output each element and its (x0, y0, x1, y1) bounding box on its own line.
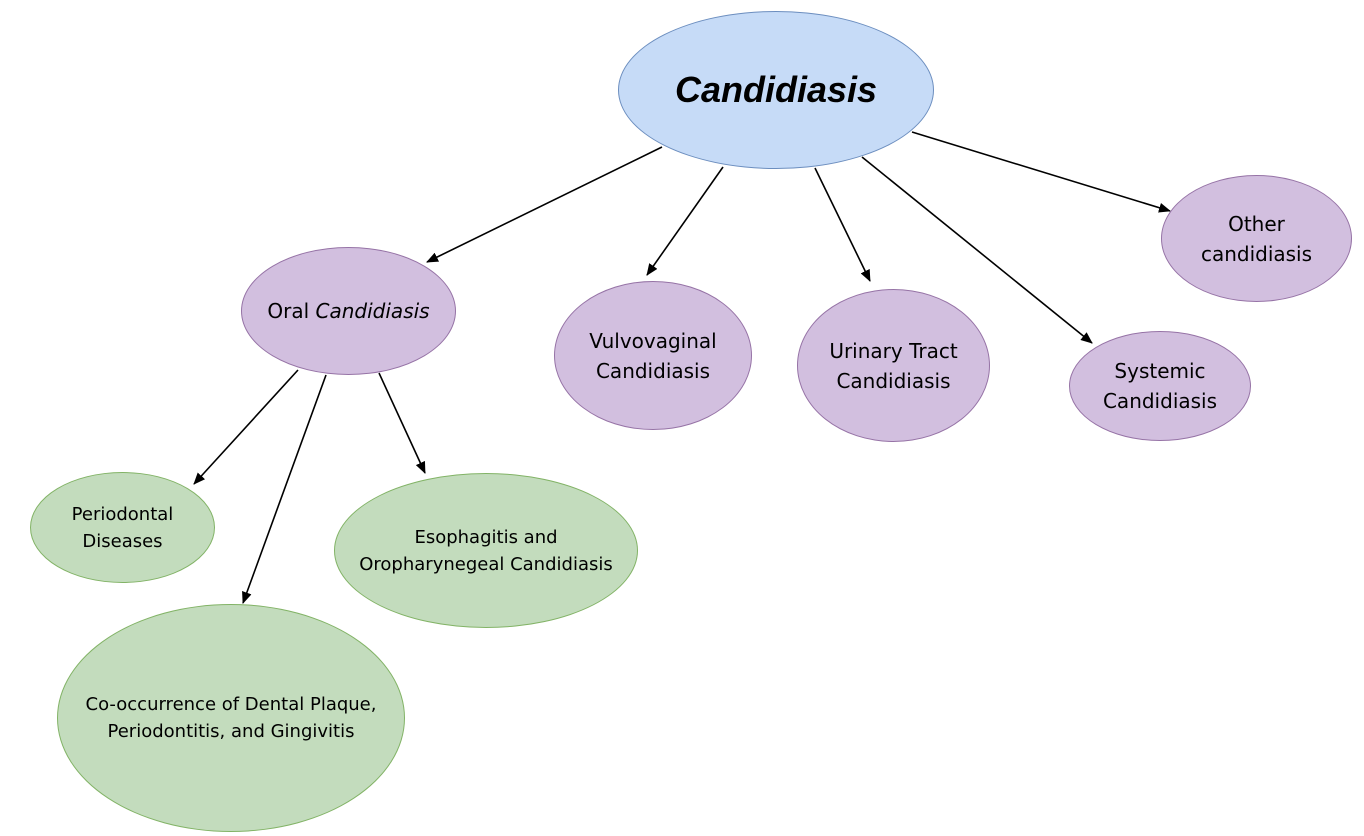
edge-root-urinary (814, 167, 871, 282)
oral-italic: Candidiasis (315, 299, 430, 323)
node-periodontal-diseases: Periodontal Diseases (30, 472, 215, 583)
edge-oral-esophagitis (378, 372, 426, 474)
node-cooccurrence-label: Co-occurrence of Dental Plaque, Periodon… (85, 694, 377, 742)
edge-root-oral (426, 146, 663, 263)
edge-root-systemic (861, 156, 1093, 344)
node-candidiasis: Candidiasis (618, 11, 934, 169)
node-oral-candidiasis: Oral Candidiasis (241, 247, 456, 375)
node-candidiasis-label: Candidiasis (674, 69, 878, 110)
node-periodontal-label: Periodontal Diseases (71, 503, 174, 552)
edge-root-other (911, 131, 1171, 213)
node-urinary-tract-candidiasis: Urinary Tract Candidiasis (797, 289, 990, 442)
oral-prefix: Oral (267, 299, 316, 323)
node-cooccurrence: Co-occurrence of Dental Plaque, Periodon… (57, 604, 405, 832)
node-systemic-candidiasis: Systemic Candidiasis (1069, 331, 1251, 441)
node-urinary-label: Urinary Tract Candidiasis (829, 338, 958, 393)
node-vulvovaginal-candidiasis: Vulvovaginal Candidiasis (554, 281, 752, 430)
node-esophagitis-label: Esophagitis and Oropharynegeal Candidias… (359, 526, 613, 575)
edge-oral-periodontal (193, 369, 299, 485)
node-oral-candidiasis-label: Oral Candidiasis (267, 296, 429, 326)
edge-oral-cooccurrence (242, 374, 327, 604)
node-vulvovaginal-label: Vulvovaginal Candidiasis (589, 328, 717, 383)
node-other-label: Other candidiasis (1200, 211, 1313, 266)
node-esophagitis: Esophagitis and Oropharynegeal Candidias… (334, 473, 638, 628)
node-other-candidiasis: Other candidiasis (1161, 175, 1352, 302)
node-systemic-label: Systemic Candidiasis (1102, 359, 1218, 413)
edge-root-vulvovaginal (646, 166, 724, 276)
